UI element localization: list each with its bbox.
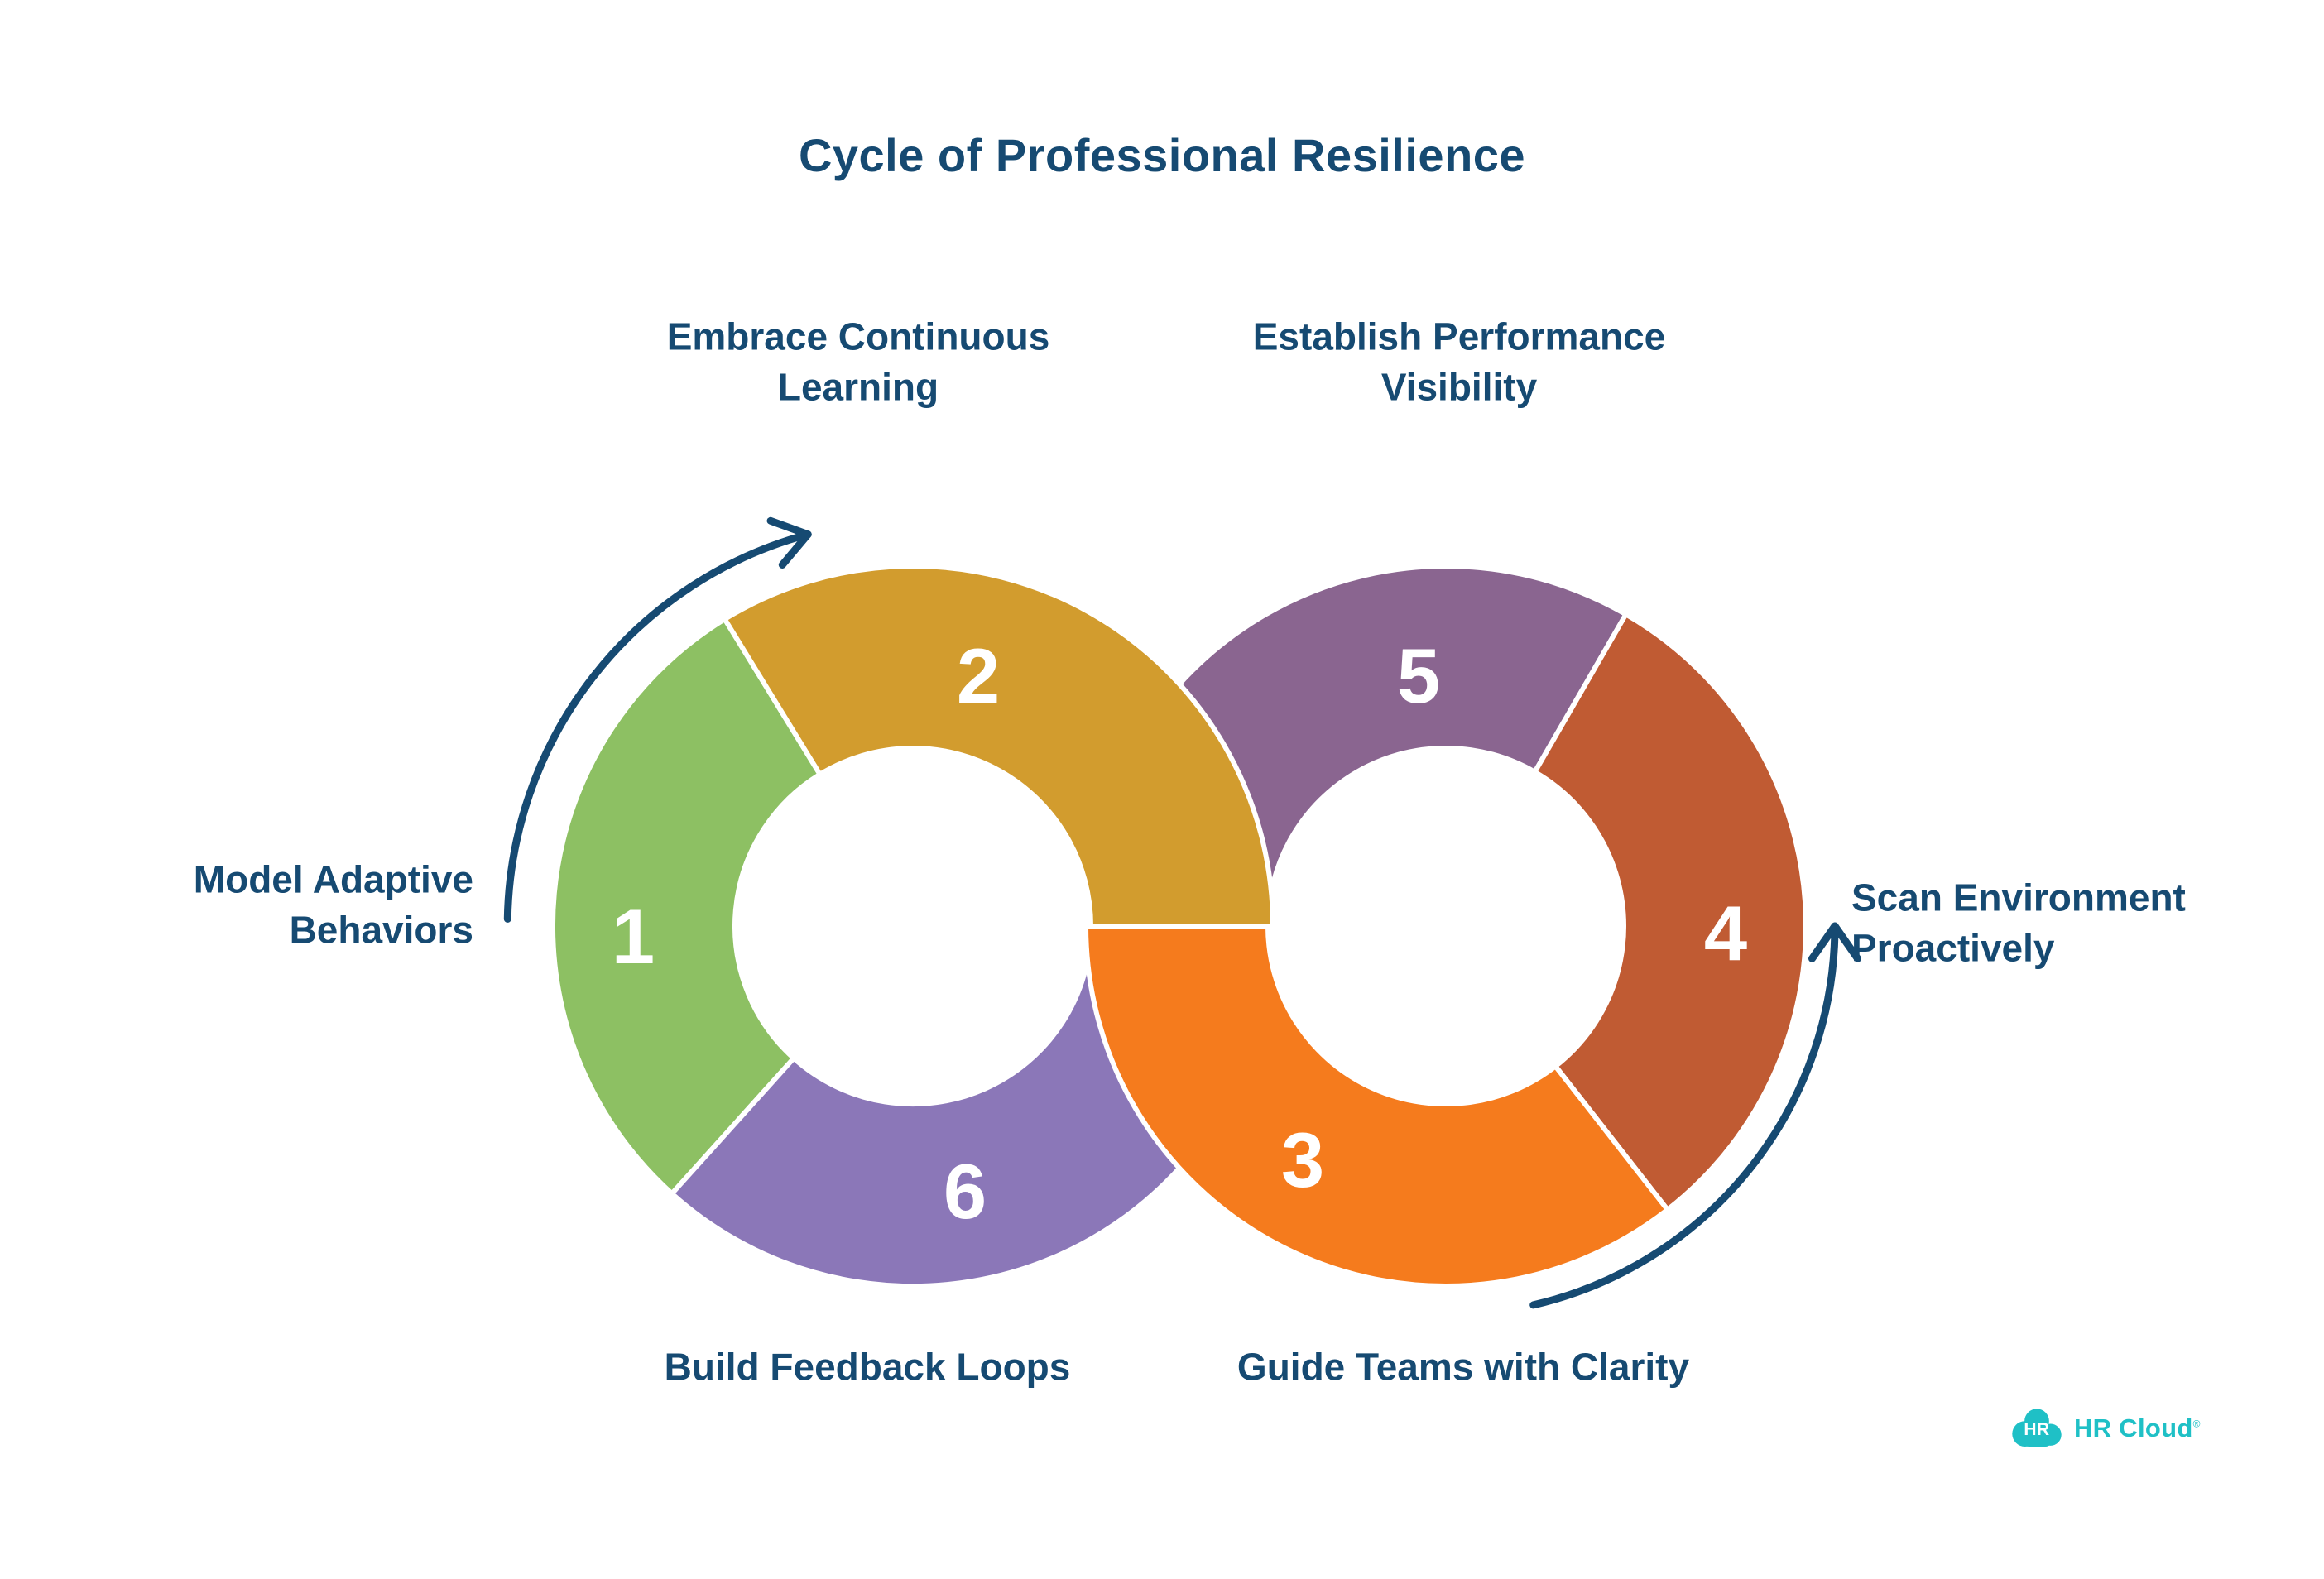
trademark-symbol: ® xyxy=(2192,1418,2201,1430)
hr-cloud-brand-text: HR Cloud® xyxy=(2074,1413,2201,1442)
hr-cloud-icon: HR xyxy=(2009,1405,2064,1452)
cloud-hr-text: HR xyxy=(2024,1420,2050,1440)
segment-4-arc xyxy=(1532,612,1808,1212)
label-step-2: Embrace Continuous Learning xyxy=(667,311,1050,411)
hr-cloud-logo: HR HR Cloud® xyxy=(2009,1405,2201,1452)
segment-5-number: 5 xyxy=(1396,632,1441,719)
segment-6-number: 6 xyxy=(943,1148,987,1235)
label-step-6-line1: Build Feedback Loops xyxy=(664,1345,1071,1389)
label-step-6: Build Feedback Loops xyxy=(665,1342,1071,1393)
label-step-5: Establish Performance Visibility xyxy=(1253,311,1666,411)
label-step-4-line2: Proactively xyxy=(1851,926,2055,969)
label-step-1: Model Adaptive Behaviors xyxy=(194,854,473,954)
label-step-5-line1: Establish Performance xyxy=(1252,314,1666,358)
label-step-4-line1: Scan Environment xyxy=(1851,876,2186,919)
label-step-3: Guide Teams with Clarity xyxy=(1237,1342,1689,1393)
segment-4-number: 4 xyxy=(1703,890,1748,977)
label-step-3-line1: Guide Teams with Clarity xyxy=(1236,1345,1690,1389)
label-step-1-line2: Behaviors xyxy=(289,908,473,951)
page-title: Cycle of Professional Resilience xyxy=(798,129,1526,181)
label-step-2-line2: Learning xyxy=(777,365,939,408)
flow-arrow-bottom-right-icon xyxy=(1529,922,1861,1309)
segment-3-arc-overlay xyxy=(1083,924,1670,1289)
segment-3-number: 3 xyxy=(1280,1116,1325,1203)
label-step-1-line1: Model Adaptive xyxy=(193,857,473,901)
cloud-icon xyxy=(2012,1409,2062,1447)
segment-1-number: 1 xyxy=(611,893,655,980)
label-step-5-line2: Visibility xyxy=(1380,365,1538,408)
segment-2-arc xyxy=(722,563,1275,929)
flow-arrow-top-left-icon xyxy=(503,516,812,923)
label-step-4: Scan Environment Proactively xyxy=(1851,872,2186,972)
segment-2-number: 2 xyxy=(956,632,1001,719)
segment-1-arc xyxy=(550,617,823,1197)
label-step-2-line1: Embrace Continuous xyxy=(666,314,1050,358)
